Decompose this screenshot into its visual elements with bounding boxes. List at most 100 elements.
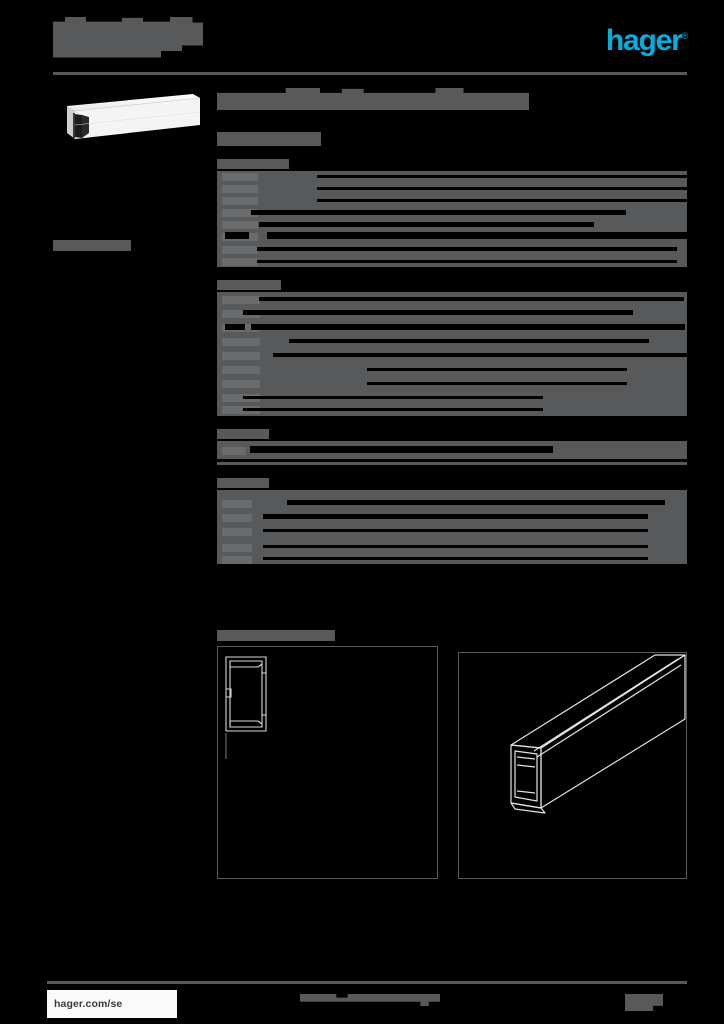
spec-value-redacted — [251, 324, 685, 330]
spec-row — [217, 512, 687, 524]
spec-value-redacted — [243, 396, 543, 399]
spec-group-header-redacted — [217, 429, 269, 439]
spec-value-redacted — [217, 459, 687, 462]
spec-row — [217, 207, 687, 219]
spec-value-redacted — [257, 260, 677, 263]
spec-label-redacted — [222, 544, 252, 552]
spec-row — [217, 256, 687, 268]
cross-section-drawing — [225, 656, 267, 759]
cross-section-drawing-box — [217, 646, 438, 879]
hager-logo-text: hager — [605, 24, 683, 57]
spec-group-body — [217, 490, 687, 564]
page-header: hager® — [0, 0, 724, 80]
drawings-section-header-redacted — [217, 630, 335, 641]
document-title-redacted — [53, 17, 203, 58]
spec-label-redacted — [222, 366, 260, 374]
spec-label-redacted — [222, 173, 258, 181]
footer-divider — [47, 981, 687, 984]
spec-group — [217, 280, 688, 416]
isometric-drawing-box — [458, 652, 687, 879]
spec-value-redacted — [243, 310, 633, 315]
spec-value-redacted — [263, 557, 648, 560]
spec-label-redacted — [222, 406, 260, 414]
product-photo-image — [67, 94, 201, 139]
spec-group-body — [217, 171, 689, 268]
spec-label-redacted — [222, 310, 260, 318]
spec-value-redacted — [317, 175, 689, 178]
spec-value-redacted — [263, 545, 648, 548]
spec-group-header-redacted — [217, 280, 281, 290]
footer-url-box[interactable]: hager.com/se — [47, 990, 177, 1018]
spec-row — [217, 392, 687, 404]
spec-label-redacted — [222, 221, 258, 229]
spec-value-redacted — [251, 210, 626, 215]
spec-row — [217, 378, 687, 390]
spec-row — [217, 231, 687, 243]
footer-url-text[interactable]: hager.com/se — [54, 998, 123, 1010]
spec-group-header-redacted — [217, 478, 269, 488]
spec-bullet-redacted — [225, 324, 245, 330]
spec-group-body — [217, 292, 688, 416]
spec-group-body — [217, 441, 687, 465]
footer-center-redacted — [300, 994, 440, 1006]
spec-value-redacted — [263, 514, 648, 519]
spec-row — [217, 294, 687, 306]
spec-group — [217, 478, 687, 564]
spec-value-redacted — [273, 353, 688, 357]
spec-label-redacted — [222, 258, 258, 266]
spec-label-redacted — [222, 380, 260, 388]
spec-label-redacted — [222, 197, 258, 205]
spec-row — [217, 364, 687, 376]
spec-row — [217, 336, 687, 348]
spec-group — [217, 159, 689, 268]
page-subtitle-redacted — [217, 132, 321, 146]
spec-label-redacted — [222, 296, 260, 304]
hager-logo: hager® — [605, 24, 689, 57]
spec-value-redacted — [257, 247, 677, 251]
spec-group-header-redacted — [217, 159, 289, 169]
spec-row — [217, 445, 687, 457]
header-divider — [53, 72, 687, 75]
page-title-redacted — [217, 88, 529, 110]
spec-label-redacted — [222, 394, 260, 402]
spec-bullet-redacted — [225, 232, 249, 239]
spec-value-redacted — [317, 187, 689, 190]
spec-row — [217, 183, 689, 195]
spec-value-redacted — [289, 339, 649, 343]
main-column — [217, 88, 689, 564]
spec-label-redacted — [222, 338, 260, 346]
spec-value-redacted — [259, 222, 594, 227]
spec-value-redacted — [250, 446, 553, 453]
left-column — [53, 92, 203, 154]
spec-label-redacted — [222, 352, 260, 360]
spec-value-redacted — [263, 529, 648, 532]
spec-row — [217, 498, 687, 510]
spec-value-redacted — [243, 408, 543, 411]
spec-value-redacted — [267, 232, 687, 239]
spec-label-redacted — [222, 185, 258, 193]
spec-row — [217, 171, 689, 183]
spec-row — [217, 526, 687, 538]
spec-row — [217, 308, 687, 320]
spec-label-redacted — [222, 556, 252, 564]
spec-row — [217, 244, 687, 256]
product-photo — [53, 92, 201, 154]
spec-row — [217, 195, 689, 207]
spec-value-redacted — [367, 368, 627, 371]
spec-group — [217, 429, 687, 465]
spec-row — [217, 322, 687, 334]
isometric-drawing — [510, 654, 686, 814]
spec-label-redacted — [222, 246, 258, 254]
spec-row — [217, 457, 687, 469]
spec-value-redacted — [259, 297, 684, 301]
spec-label-redacted — [222, 514, 252, 522]
spec-value-redacted — [317, 199, 689, 202]
spec-label-redacted — [222, 500, 252, 508]
spec-row — [217, 542, 687, 554]
spec-label-redacted — [222, 209, 258, 217]
spec-row — [217, 554, 687, 566]
left-column-caption-redacted — [53, 240, 131, 251]
spec-label-redacted — [222, 528, 252, 536]
trademark-symbol: ® — [681, 31, 689, 41]
